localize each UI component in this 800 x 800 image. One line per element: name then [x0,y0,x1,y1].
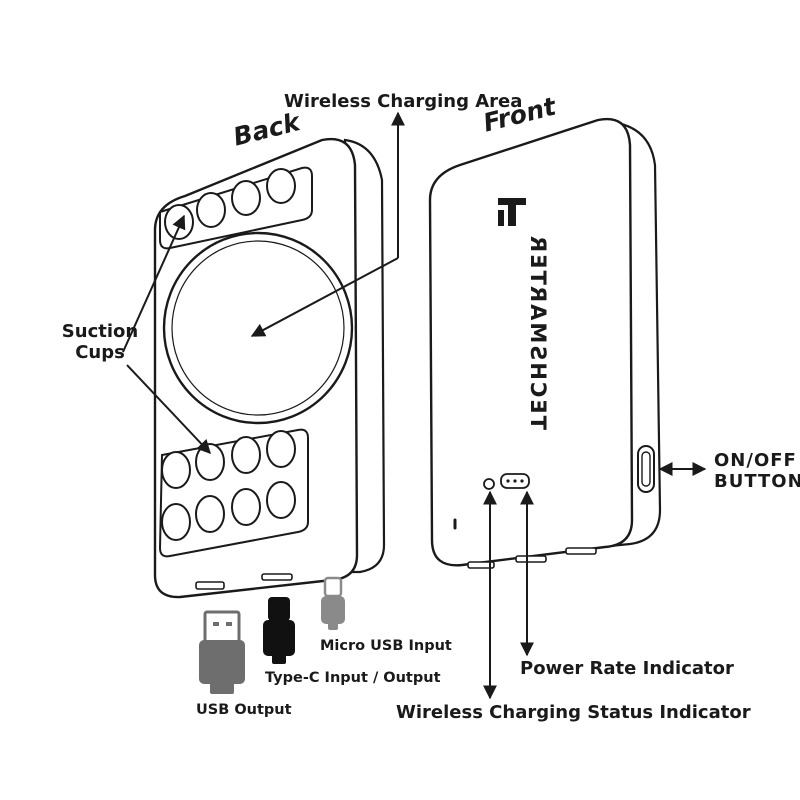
suction-cup [266,430,296,468]
micro-usb-connector-icon [321,576,345,630]
brand-name: TECHSMARTER [526,234,550,430]
techsmarter-logo-icon [498,198,526,226]
suction-cup [231,488,261,526]
back-device [153,137,386,599]
suction-arrow-lower [126,364,211,455]
callout-arrows [122,111,707,700]
front-device [428,117,662,569]
on-off-button-inner [641,451,651,487]
suction-cup [266,481,296,519]
suction-arrow-upper [122,214,186,353]
on-off-button [637,445,655,493]
suction-cups-label-line2: Cups [75,341,125,363]
front-device-body [428,117,634,567]
usb-connector-icon [199,610,245,694]
wireless-charging-ring-inner [171,240,345,416]
usb-output-label: USB Output [196,702,292,718]
power-led [520,479,524,483]
wireless-charging-ring-outer [162,231,354,425]
type-c-io-label: Type-C Input / Output [265,670,441,686]
power-led [506,479,510,483]
wireless-charging-area-label: Wireless Charging Area [284,91,523,112]
front-port-2 [515,555,547,563]
suction-cup [195,443,225,481]
on-off-button-label: ON/OFF BUTTON [714,450,800,492]
wireless-status-indicator-dot [483,478,495,490]
suction-cup [164,204,194,240]
micro-usb-input-label: Micro USB Input [320,638,452,654]
suction-cup [231,180,261,216]
type-c-connector-icon [263,597,295,664]
back-port-2 [261,573,293,581]
back-port-1 [195,581,225,590]
suction-cup [195,495,225,533]
wireless-area-arrow-to-ring [250,257,399,337]
suction-cups-label: Suction Cups [56,321,144,363]
on-off-label-line1: ON/OFF [714,450,797,471]
suction-cup [231,436,261,474]
power-led [513,479,517,483]
suction-cup [196,192,226,228]
on-off-label-line2: BUTTON [714,470,800,492]
wireless-charging-status-indicator-label: Wireless Charging Status Indicator [396,702,751,723]
power-rate-indicator-label: Power Rate Indicator [520,658,734,679]
suction-cup [266,168,296,204]
suction-cup [161,451,191,489]
suction-cups-label-line1: Suction [61,321,139,342]
front-port-3 [565,547,597,555]
suction-cup [161,503,191,541]
